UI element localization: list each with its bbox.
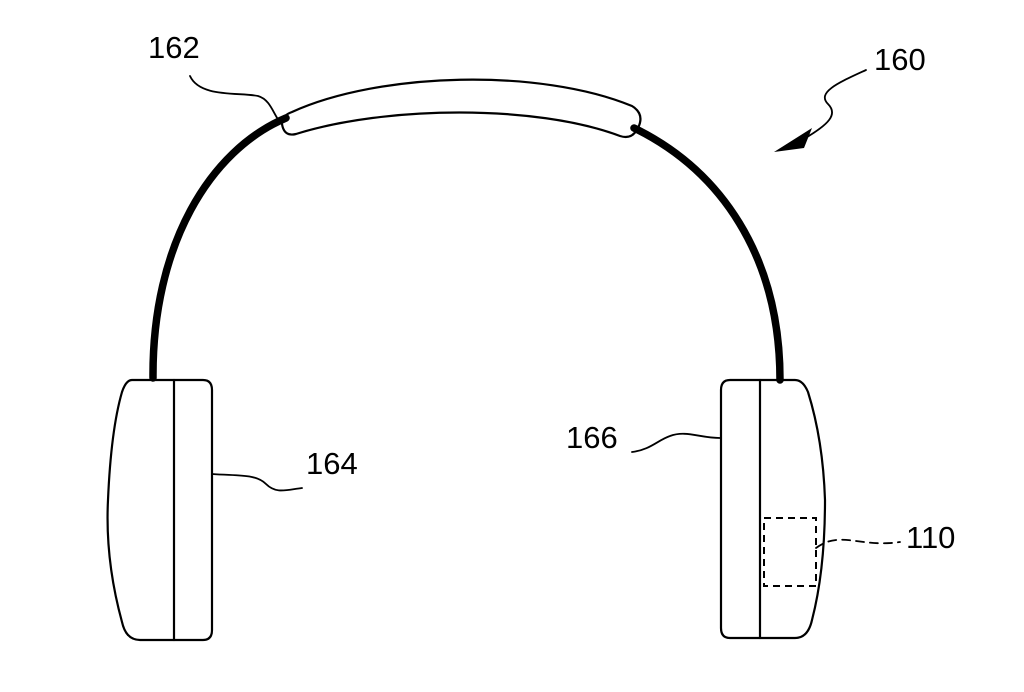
headband-arc-right — [630, 124, 784, 384]
left-ear-cup — [106, 378, 214, 642]
label-166: 166 — [566, 420, 618, 455]
label-162: 162 — [148, 30, 200, 65]
label-160: 160 — [874, 42, 926, 77]
headband-cushion — [280, 78, 642, 139]
label-164: 164 — [306, 446, 358, 481]
leader-110 — [815, 538, 901, 549]
label-110: 110 — [906, 520, 955, 555]
leader-162 — [189, 75, 283, 125]
arrow-head-160 — [774, 128, 812, 152]
leader-160 — [801, 69, 867, 141]
component-box — [763, 517, 817, 587]
right-ear-cup — [719, 378, 827, 640]
leader-166 — [631, 432, 721, 453]
leader-164 — [211, 473, 303, 492]
headband-arc — [149, 114, 290, 382]
